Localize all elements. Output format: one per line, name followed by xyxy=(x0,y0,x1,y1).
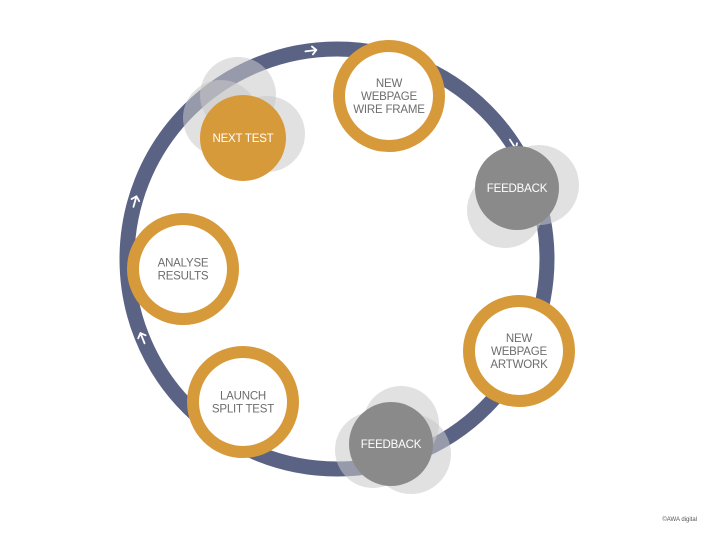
node-circle xyxy=(475,146,559,230)
node-label: SPLIT TEST xyxy=(212,404,274,416)
node-label: LAUNCH xyxy=(220,391,266,403)
node-label: NEW xyxy=(376,78,403,90)
node-label: RESULTS xyxy=(158,271,209,283)
node-circle xyxy=(187,346,299,458)
cycle-ring xyxy=(119,41,555,477)
node-label: NEW xyxy=(506,333,533,345)
node-circle xyxy=(333,40,445,152)
node-circle xyxy=(463,295,575,407)
node-circle xyxy=(127,213,239,325)
node-label: ANALYSE xyxy=(158,258,209,270)
node-circle xyxy=(349,402,433,486)
node-label: WEBPAGE xyxy=(491,346,547,358)
flow-arrow-icon xyxy=(137,332,147,345)
node-label: WEBPAGE xyxy=(361,91,417,103)
copyright-credit: ©AWA digital xyxy=(662,517,697,523)
flow-arrow-icon xyxy=(130,195,141,208)
node-label: FEEDBACK xyxy=(487,183,548,195)
node-next-test: NEXT TEST xyxy=(183,57,305,181)
node-label: FEEDBACK xyxy=(361,439,422,451)
flow-arrow-icon xyxy=(304,45,318,56)
node-label: ARTWORK xyxy=(490,359,548,371)
node-label: NEXT TEST xyxy=(212,133,273,145)
node-feedback-top: FEEDBACK xyxy=(467,145,579,248)
node-feedback-bottom: FEEDBACK xyxy=(335,386,451,494)
node-label: WIRE FRAME xyxy=(353,104,425,116)
node-circle xyxy=(200,95,286,181)
